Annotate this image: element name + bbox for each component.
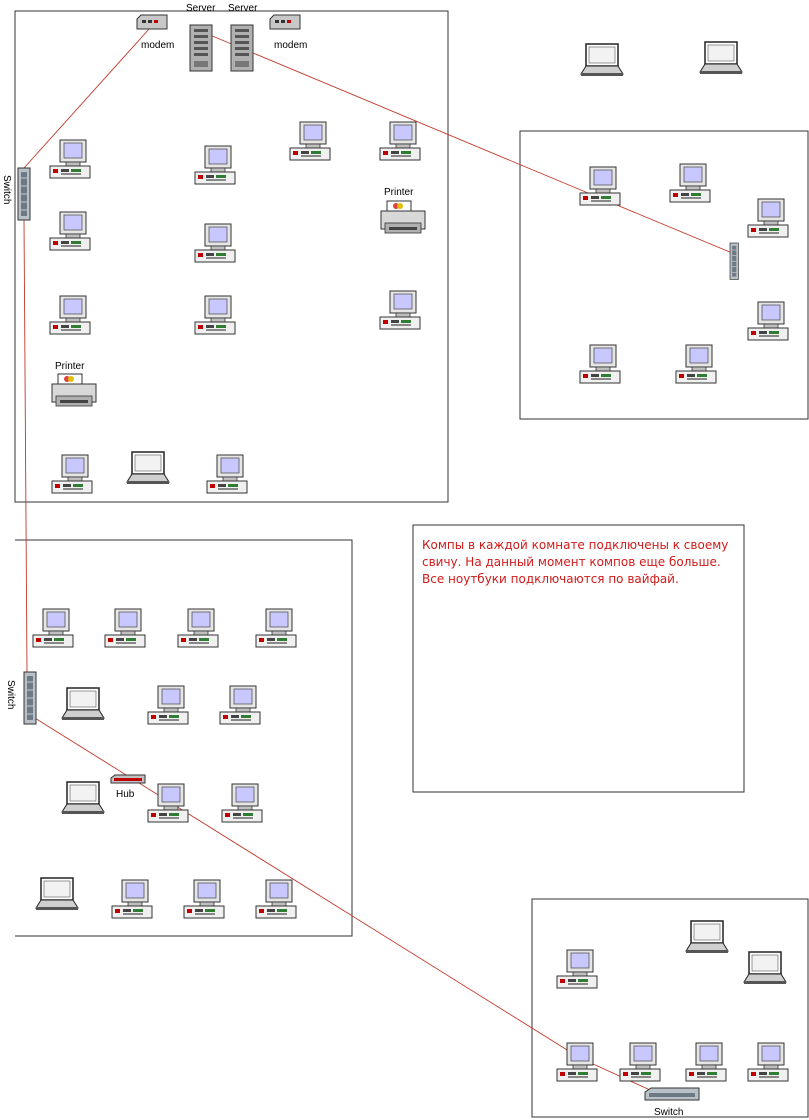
laptop-icon (126, 451, 170, 485)
note-line-2: свичу. На данный момент компов еще больш… (422, 555, 721, 569)
server-icon (230, 24, 254, 72)
modem-left-label: modem (141, 40, 174, 51)
desktop-computer-icon (194, 145, 236, 185)
desktop-computer-icon (49, 139, 91, 179)
switch-top-label: Switch (1, 175, 12, 204)
printer-room1-label: Printer (384, 187, 414, 198)
desktop-computer-icon (255, 608, 297, 648)
link-room3-room4 (29, 714, 581, 1059)
desktop-computer-icon (49, 211, 91, 251)
desktop-computer-icon (579, 344, 621, 384)
desktop-computer-icon (104, 608, 146, 648)
desktop-computer-icon (747, 301, 789, 341)
desktop-computer-icon (556, 949, 598, 989)
room-4-border (531, 898, 809, 1118)
printer-icon (51, 373, 97, 407)
server-icon (189, 24, 213, 72)
printer-icon (380, 200, 426, 234)
hub-label: Hub (116, 789, 135, 800)
modem-icon (136, 14, 168, 30)
desktop-computer-icon (579, 166, 621, 206)
desktop-computer-icon (685, 1042, 727, 1082)
laptop-icon (699, 41, 743, 75)
modem-right-label: modem (274, 40, 307, 51)
laptop-icon (743, 951, 787, 985)
switch-icon (729, 242, 739, 280)
room-1-border (14, 10, 449, 503)
hub-icon (110, 774, 146, 784)
desktop-computer-icon (32, 608, 74, 648)
desktop-computer-icon (147, 783, 189, 823)
switch-mid-label: Switch (5, 680, 16, 709)
desktop-computer-icon (51, 454, 93, 494)
laptop-icon (61, 781, 105, 815)
note-line-3: Все ноутбуки подключаются по вайфай. (422, 572, 679, 586)
desktop-computer-icon (206, 454, 248, 494)
room-3-border (15, 539, 353, 937)
desktop-computer-icon (669, 163, 711, 203)
network-links (23, 27, 738, 1091)
desktop-computer-icon (111, 879, 153, 919)
note-line-1: Компы в каждой комнате подключены к свое… (422, 538, 729, 552)
desktop-computer-icon (379, 121, 421, 161)
link-server-room2 (197, 29, 601, 199)
laptop-icon (35, 877, 79, 911)
desktop-computer-icon (147, 685, 189, 725)
switch-icon (644, 1087, 700, 1101)
switch-bottom-label: Switch (654, 1107, 683, 1118)
link-switch-switch (23, 219, 28, 673)
note-box (412, 524, 745, 793)
laptop-icon (580, 43, 624, 77)
desktop-computer-icon (747, 1042, 789, 1082)
modem-icon (269, 14, 301, 30)
desktop-computer-icon (219, 685, 261, 725)
desktop-computer-icon (183, 879, 225, 919)
switch-icon (17, 167, 31, 221)
server-left-label: Server (186, 3, 216, 14)
printer-room1-lower-label: Printer (55, 361, 85, 372)
link-modem-switch (23, 27, 151, 169)
server-right-label: Server (228, 3, 258, 14)
desktop-computer-icon (747, 198, 789, 238)
laptop-icon (685, 920, 729, 954)
desktop-computer-icon (379, 290, 421, 330)
desktop-computer-icon (619, 1042, 661, 1082)
desktop-computer-icon (556, 1042, 598, 1082)
desktop-computer-icon (49, 295, 91, 335)
desktop-computer-icon (221, 783, 263, 823)
switch-icon (23, 671, 37, 725)
desktop-computer-icon (289, 121, 331, 161)
desktop-computer-icon (177, 608, 219, 648)
link-room2-switch (599, 197, 738, 256)
laptop-icon (61, 687, 105, 721)
note-text: Компы в каждой комнате подключены к свое… (422, 537, 738, 588)
room-2-border (519, 130, 809, 420)
desktop-computer-icon (194, 295, 236, 335)
desktop-computer-icon (194, 223, 236, 263)
desktop-computer-icon (255, 879, 297, 919)
desktop-computer-icon (675, 344, 717, 384)
